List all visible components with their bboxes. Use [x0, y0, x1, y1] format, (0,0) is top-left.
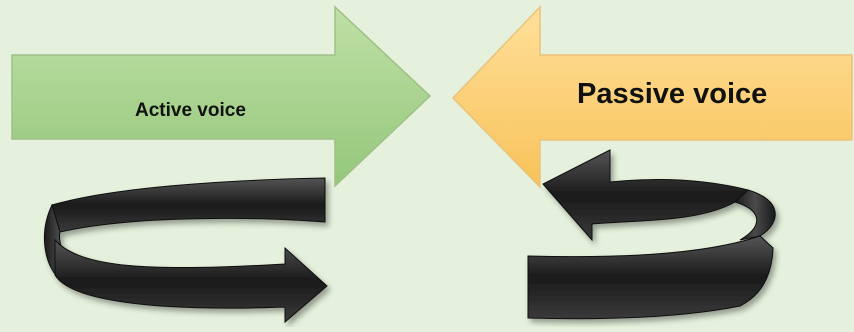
- active-voice-arrow: Active voice: [11, 5, 432, 188]
- active-voice-label: Active voice: [135, 100, 246, 121]
- arrow-left-icon: [451, 5, 853, 189]
- passive-voice-label: Passive voice: [577, 78, 767, 110]
- arrow-right-icon: [11, 5, 432, 188]
- curved-arrow-left-icon: [527, 149, 776, 320]
- passive-voice-arrow: Passive voice: [451, 5, 853, 189]
- curved-arrow-right-icon: [43, 177, 328, 324]
